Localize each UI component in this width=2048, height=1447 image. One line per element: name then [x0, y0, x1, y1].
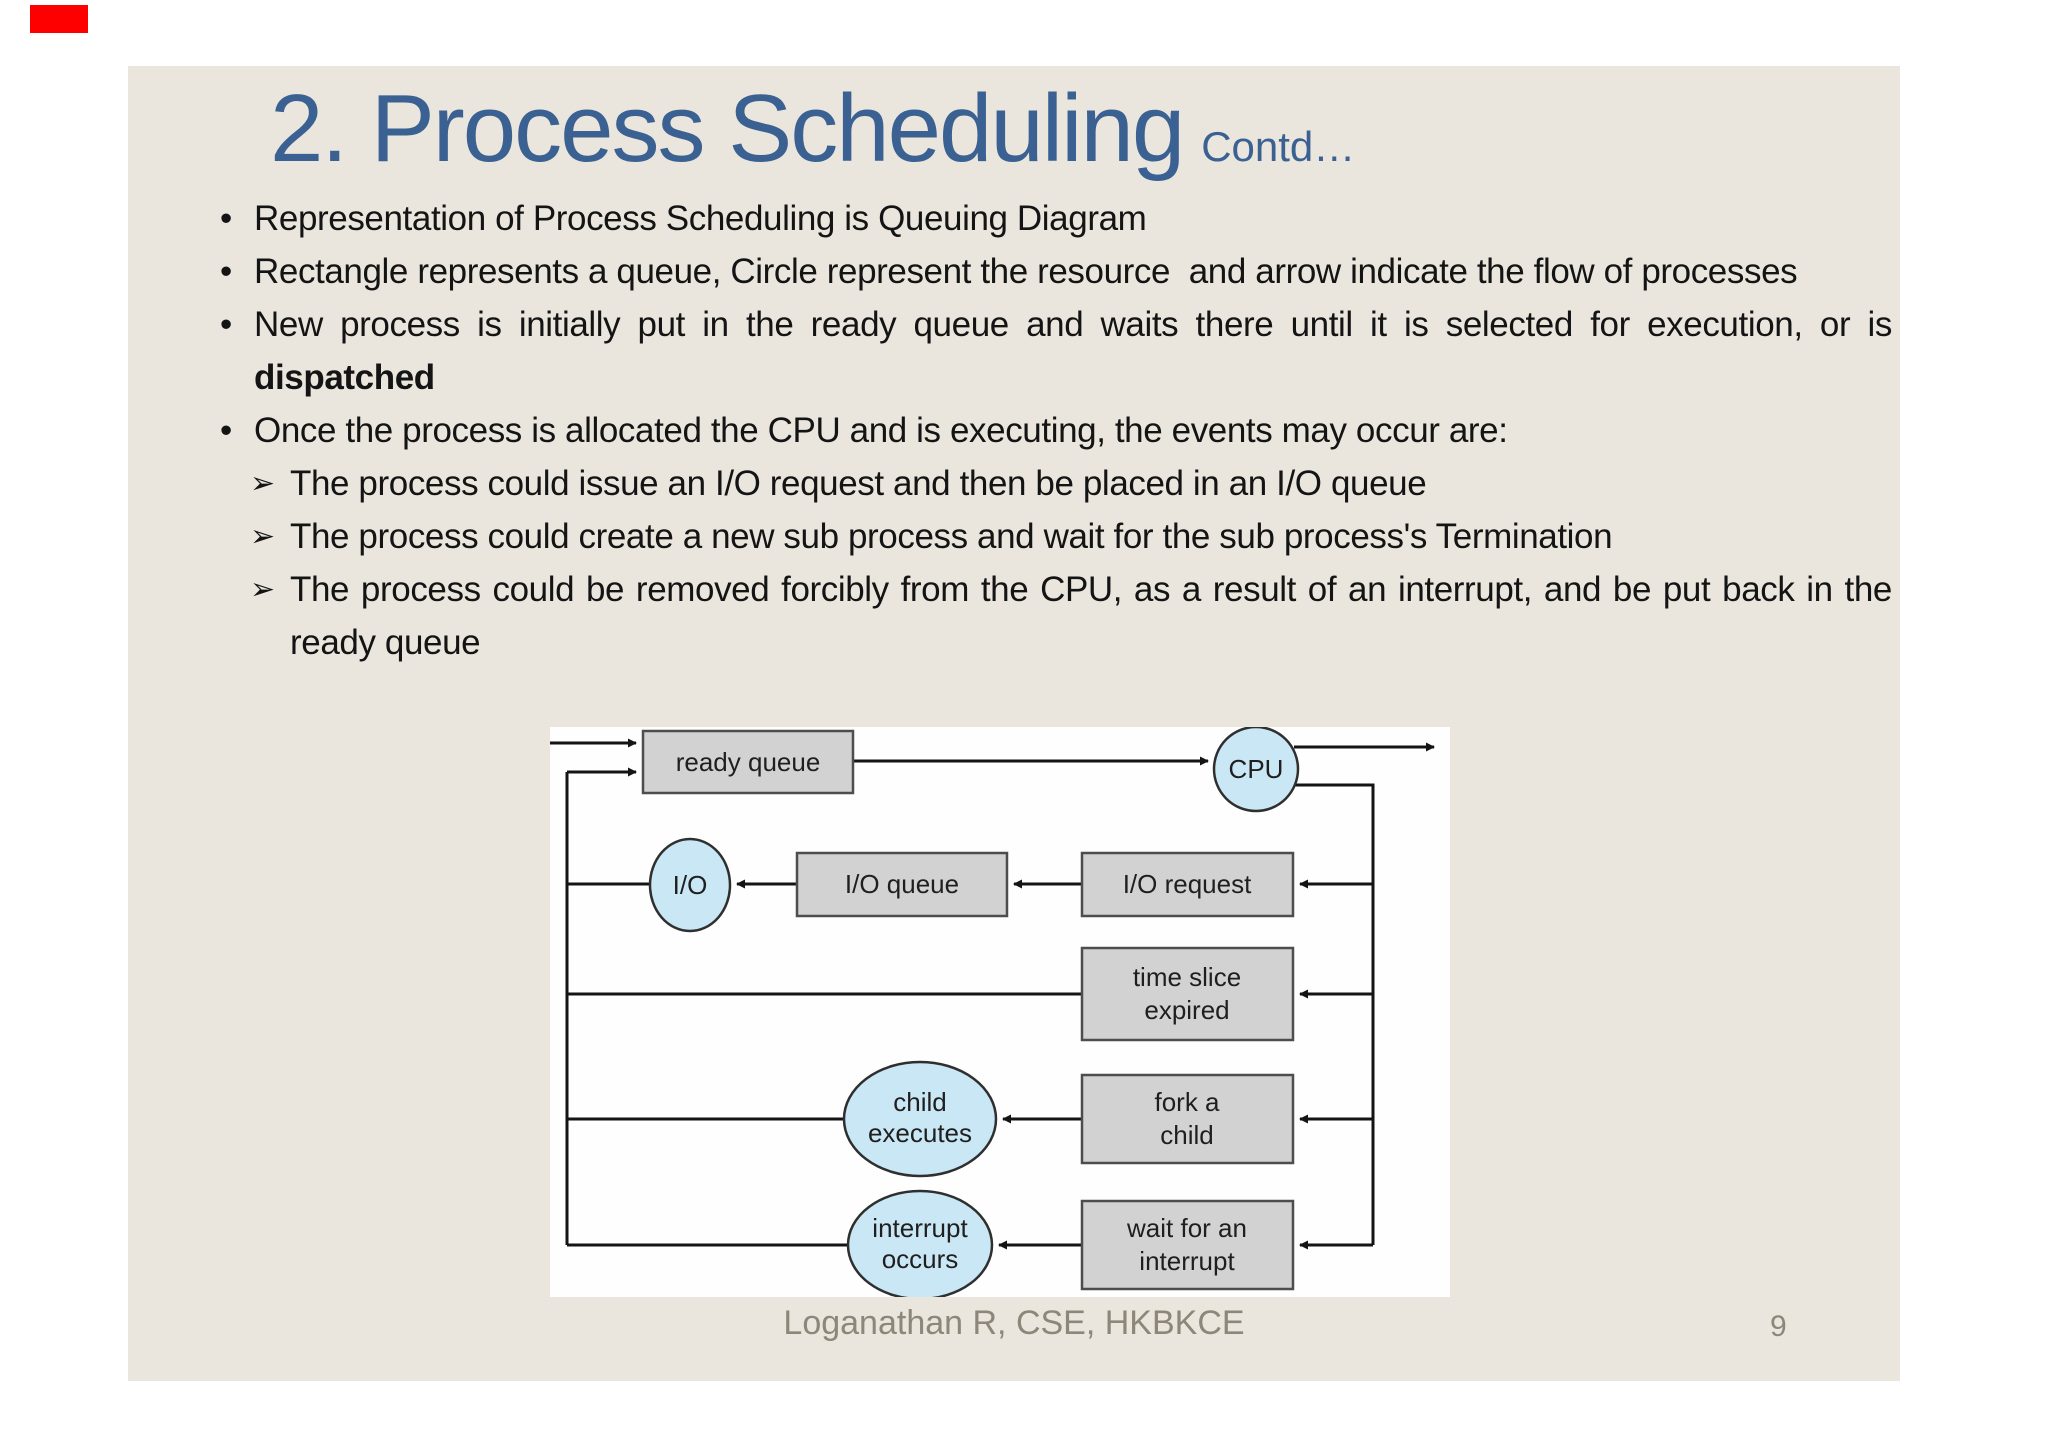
- bullet-marker: •: [220, 252, 232, 291]
- wait-interrupt-box: [1080, 1199, 1295, 1291]
- io-queue-label: I/O queue: [845, 869, 959, 899]
- child-executes-circle: [842, 1060, 998, 1178]
- bullet-text: Rectangle represents a queue, Circle rep…: [254, 252, 1798, 291]
- bullet-item: • Rectangle represents a queue, Circle r…: [220, 245, 1892, 298]
- bullet-text: New process is initially put in the read…: [254, 298, 1892, 404]
- title-contd-text: Contd…: [1201, 123, 1356, 170]
- sub-bullet-item: ➢ The process could create a new sub pro…: [250, 510, 1892, 563]
- bullet-marker: •: [220, 305, 232, 344]
- bullet-text: Once the process is allocated the CPU an…: [254, 411, 1508, 450]
- slide: 2. Process Scheduling Contd… • Representa…: [128, 66, 1900, 1381]
- time-slice-box: [1080, 946, 1295, 1042]
- sub-bullet-text: The process could issue an I/O request a…: [290, 464, 1427, 503]
- interrupt-label-line2: occurs: [882, 1244, 959, 1274]
- ready-queue-box: [641, 729, 855, 795]
- io-label: I/O: [673, 870, 708, 900]
- arrow-bullet-icon: ➢: [250, 467, 275, 500]
- io-request-label: I/O request: [1123, 869, 1252, 899]
- screenshot-red-marker: [30, 5, 88, 33]
- cpu-circle: [1212, 727, 1300, 813]
- wait-interrupt-label-line1: wait for an: [1126, 1213, 1247, 1243]
- arrow-bullet-icon: ➢: [250, 520, 275, 553]
- sub-bullet-list: ➢ The process could issue an I/O request…: [250, 457, 1892, 669]
- io-queue-box: [795, 851, 1009, 918]
- child-executes-label-line1: child: [893, 1087, 946, 1117]
- ready-queue-label: ready queue: [676, 747, 821, 777]
- io-circle: [648, 837, 732, 933]
- slide-title: 2. Process Scheduling Contd…: [270, 74, 1355, 184]
- queuing-diagram: ready queue CPU I/O I/O queue I/O reques…: [550, 727, 1450, 1297]
- page-number: 9: [1770, 1310, 1787, 1343]
- arrow-bullet-icon: ➢: [250, 573, 275, 606]
- fork-child-box: [1080, 1073, 1295, 1165]
- interrupt-occurs-circle: [846, 1189, 994, 1297]
- fork-child-label-line1: fork a: [1154, 1087, 1220, 1117]
- footer-credit: Loganathan R, CSE, HKBKCE: [783, 1304, 1245, 1342]
- wait-interrupt-label-line2: interrupt: [1139, 1246, 1235, 1276]
- bullet-text-plain: New process is initially put in the read…: [254, 305, 1902, 344]
- flow-cpu-down-line: [1290, 783, 1375, 1245]
- child-executes-label-line2: executes: [868, 1118, 972, 1148]
- fork-child-label-line2: child: [1160, 1120, 1213, 1150]
- cpu-label: CPU: [1229, 754, 1284, 784]
- sub-bullet-item: ➢ The process could be removed forcibly …: [250, 563, 1892, 669]
- io-request-box: [1080, 851, 1295, 918]
- sub-bullet-text: The process could create a new sub proce…: [290, 517, 1613, 556]
- bullet-item: • Once the process is allocated the CPU …: [220, 404, 1892, 457]
- bullet-text: Representation of Process Scheduling is …: [254, 199, 1147, 238]
- bullet-item: • New process is initially put in the re…: [220, 298, 1892, 404]
- bullet-text-bold: dispatched: [254, 358, 435, 397]
- sub-bullet-text: The process could be removed forcibly fr…: [290, 570, 1902, 662]
- interrupt-label-line1: interrupt: [872, 1213, 968, 1243]
- time-slice-label-line2: expired: [1144, 995, 1229, 1025]
- bullet-marker: •: [220, 411, 232, 450]
- title-text: 2. Process Scheduling: [270, 75, 1185, 182]
- time-slice-label-line1: time slice: [1133, 962, 1241, 992]
- sub-bullet-item: ➢ The process could issue an I/O request…: [250, 457, 1892, 510]
- bullet-item: • Representation of Process Scheduling i…: [220, 192, 1892, 245]
- bullet-marker: •: [220, 199, 232, 238]
- bullet-list: • Representation of Process Scheduling i…: [220, 192, 1892, 669]
